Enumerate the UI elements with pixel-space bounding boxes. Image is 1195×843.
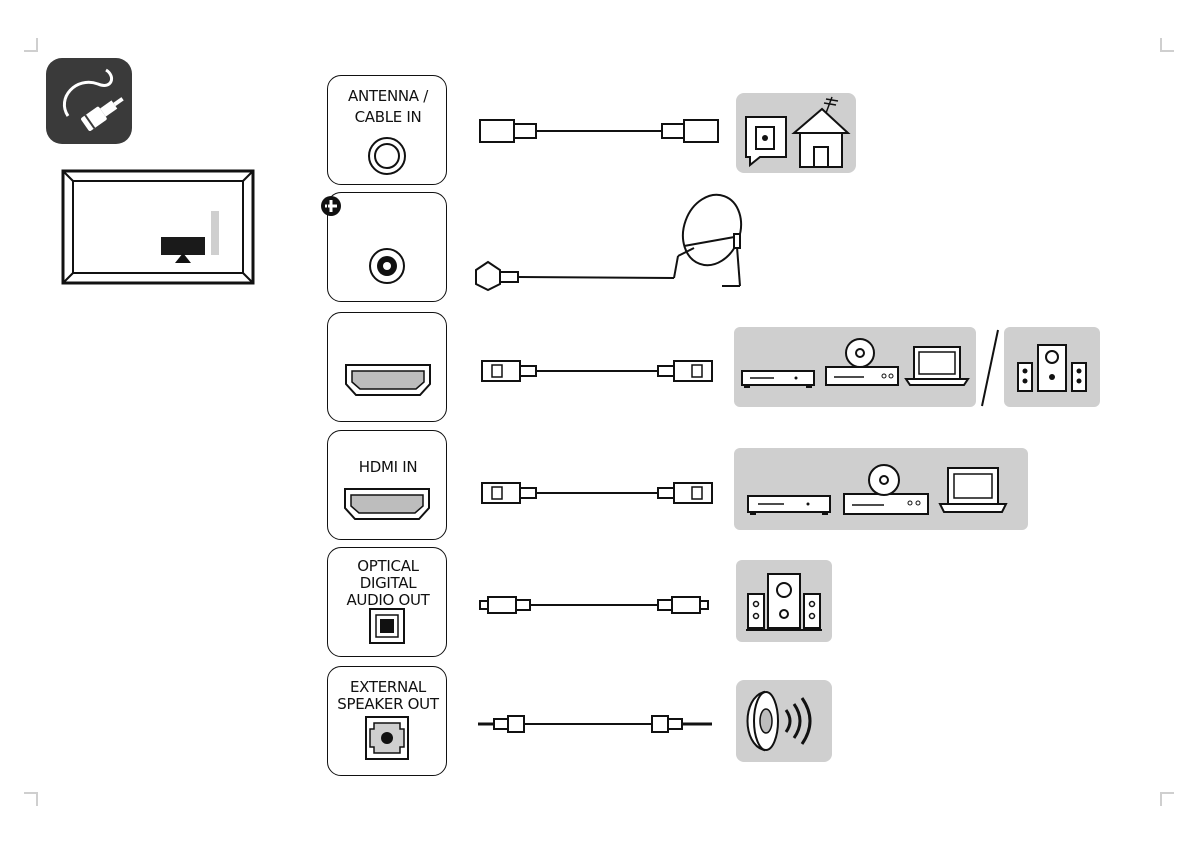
port-label-line: SPEAKER OUT: [328, 696, 448, 713]
crop-mark: [24, 792, 38, 794]
speaker-system-icon: [736, 560, 832, 642]
antenna-device-panel: [736, 93, 856, 173]
crop-mark: [1160, 792, 1174, 794]
optical-square-port-icon: [368, 607, 406, 645]
port-label-line: OPTICAL: [328, 558, 448, 575]
connection-cable-icon: [46, 58, 132, 144]
port-box-hdmi-in: HDMI IN: [327, 430, 447, 540]
audio-jack-cable-icon: [476, 712, 716, 736]
satellite-dish-icon: [673, 187, 750, 286]
crop-mark: [1160, 792, 1162, 806]
port-label-line: ANTENNA /: [328, 88, 448, 105]
hdmi-cable-icon: [480, 477, 714, 509]
set-top-box-icon: [748, 496, 830, 515]
coax-cable-icon: [478, 115, 720, 145]
port-label-optical: OPTICAL DIGITAL AUDIO OUT: [328, 558, 448, 609]
external-speaker-icon: [736, 680, 832, 762]
port-label-speaker: EXTERNAL SPEAKER OUT: [328, 679, 448, 713]
satellite-round-port-icon: [367, 246, 407, 286]
laptop-icon: [906, 347, 968, 385]
port-label-line: CABLE IN: [328, 109, 448, 126]
port-label-line: HDMI IN: [328, 459, 448, 476]
wall-outlet-speech-icon: [746, 117, 786, 165]
optical-cable-icon: [478, 592, 712, 618]
hdmi-cable-icon: [480, 355, 714, 387]
tv-back-panel-icon: [61, 169, 255, 285]
port-label-antenna: ANTENNA / CABLE IN: [328, 88, 448, 126]
set-top-box-icon: [742, 371, 814, 388]
hdmi-devices-panel: [734, 327, 976, 407]
port-label-line: EXTERNAL: [328, 679, 448, 696]
hdmi-in-devices-panel: [734, 448, 1028, 530]
port-label-hdmi-in: HDMI IN: [328, 459, 448, 476]
hdmi-port-icon: [342, 486, 432, 522]
laptop-icon: [940, 468, 1006, 512]
home-theater-speakers-icon: [1004, 327, 1100, 407]
crop-mark: [24, 50, 38, 52]
crop-mark: [36, 792, 38, 806]
crop-mark: [1160, 50, 1174, 52]
f-connector-cable-icon: [474, 190, 754, 290]
hdmi-port-icon: [343, 362, 433, 398]
slash-divider-icon: [978, 328, 1002, 408]
audio-jack-port-icon: [364, 715, 410, 761]
port-label-line: DIGITAL: [328, 575, 448, 592]
coax-round-port-icon: [366, 135, 408, 177]
